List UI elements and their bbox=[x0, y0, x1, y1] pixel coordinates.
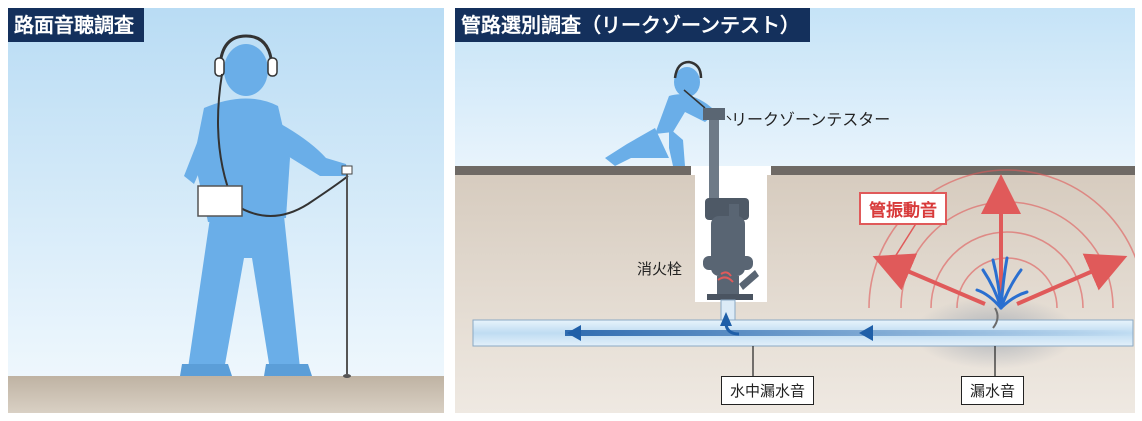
ground bbox=[8, 376, 444, 413]
road-listening-illustration bbox=[8, 8, 444, 413]
recorder-device bbox=[197, 185, 243, 217]
leak-zone-test-illustration bbox=[455, 8, 1135, 413]
tester-callout-line bbox=[726, 115, 732, 121]
pipe-vibration-label: 管振動音 bbox=[859, 192, 947, 225]
fire-hydrant bbox=[703, 204, 759, 300]
water-flow bbox=[565, 330, 1135, 336]
listening-rod-handle bbox=[341, 165, 353, 175]
tester-label: リークゾーンテスター bbox=[731, 110, 891, 129]
leak-spray bbox=[975, 256, 1029, 310]
kneeling-inspector bbox=[605, 60, 717, 166]
flow-arrows bbox=[567, 312, 873, 341]
tester-cable bbox=[683, 89, 706, 109]
panel-title: 路面音聴調査 bbox=[8, 8, 144, 42]
vibration-arrows bbox=[872, 174, 1128, 306]
pit-opening bbox=[691, 166, 771, 175]
pipe-survey-panel: 管路選別調査（リークゾーンテスト） リークゾーンテスター 消火栓 管振動音 水中… bbox=[455, 8, 1135, 413]
hydrant-vibration-marks bbox=[717, 271, 734, 283]
pipe-crack bbox=[992, 307, 999, 329]
underwater-leak-sound-label: 水中漏水音 bbox=[721, 376, 815, 405]
headphone-cable bbox=[217, 73, 349, 217]
hydrant-label: 消火栓 bbox=[637, 260, 683, 278]
listening-rod-tip bbox=[343, 374, 351, 378]
road-listening-panel: 路面音聴調査 bbox=[8, 8, 444, 413]
leak-sound-label: 漏水音 bbox=[961, 376, 1025, 405]
ground bbox=[455, 170, 1135, 413]
road-surface bbox=[455, 166, 1135, 175]
panel-title: 管路選別調査（リークゾーンテスト） bbox=[455, 8, 810, 42]
vibration-callout-line bbox=[892, 221, 918, 261]
